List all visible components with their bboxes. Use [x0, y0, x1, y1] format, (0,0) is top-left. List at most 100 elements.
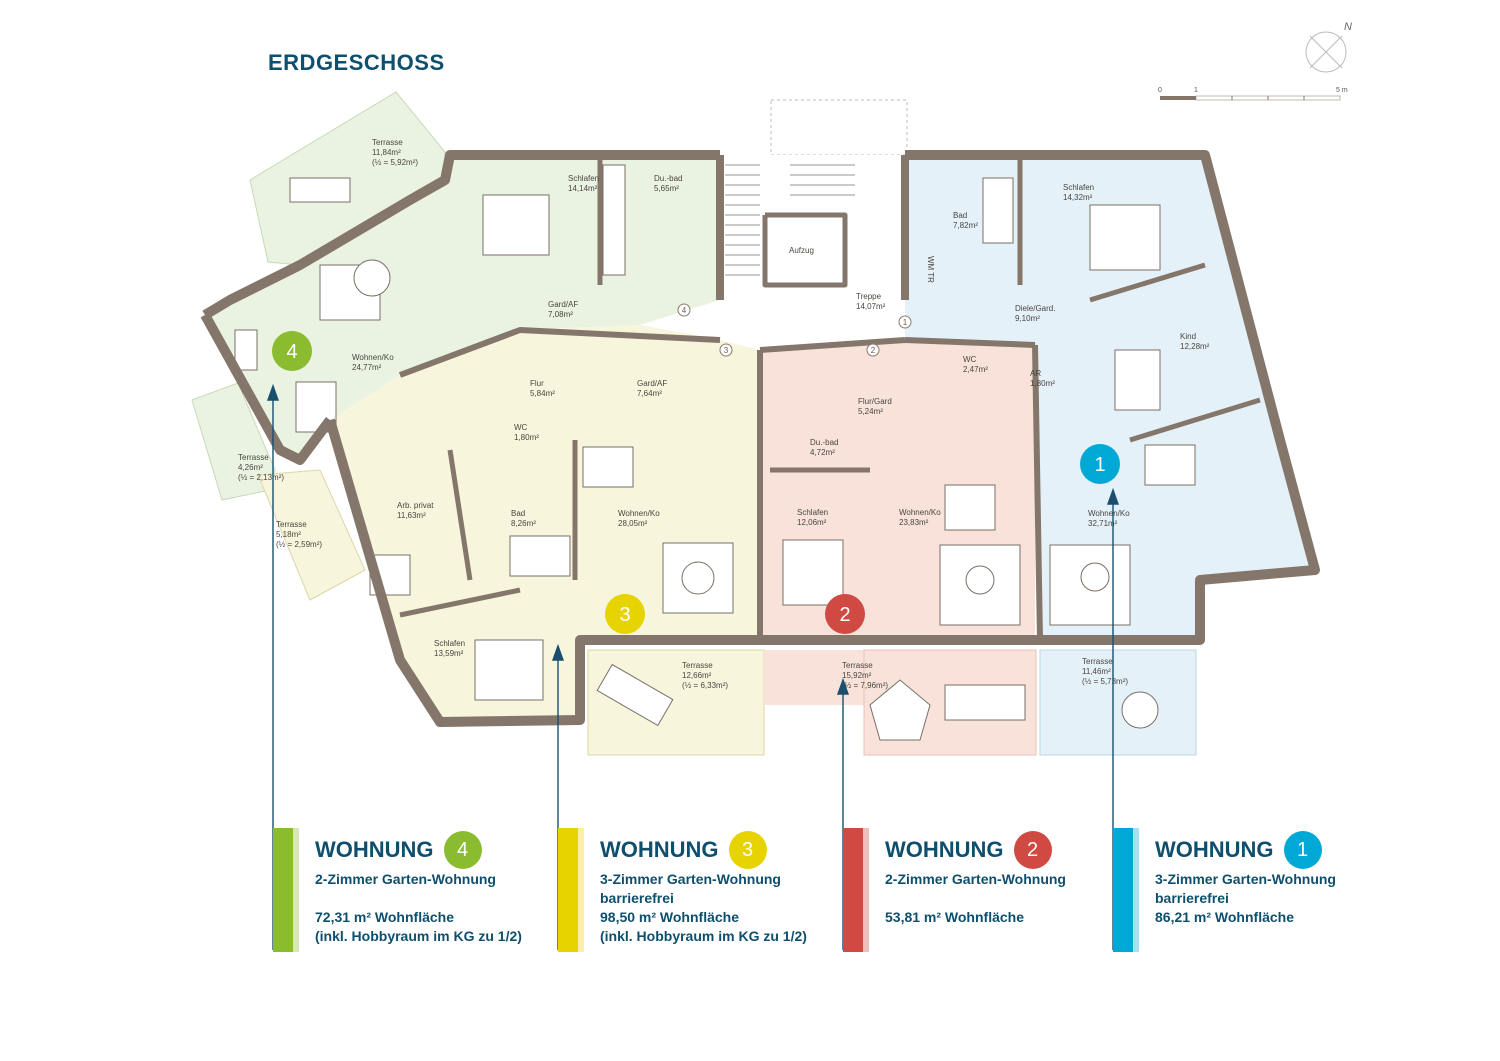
- badge-w2-number: 2: [839, 604, 850, 626]
- terrace-1: [1039, 649, 1197, 756]
- room-name: Arb. privat: [397, 501, 434, 510]
- room-area: 4,72m²: [810, 448, 835, 457]
- room-note: (½ = 2,59m²): [276, 540, 322, 549]
- room-name: Wohnen/Ko: [618, 509, 660, 518]
- room-name: Wohnen/Ko: [1088, 509, 1130, 518]
- room-area: 11,84m²: [372, 148, 401, 157]
- card-title: WOHNUNG: [1155, 837, 1274, 862]
- room-name: Flur: [530, 379, 544, 388]
- floor-title: ERDGESCHOSS: [268, 50, 445, 75]
- room-name: WC: [963, 355, 977, 364]
- entrance-numbers: 4 3 2 1: [682, 306, 908, 355]
- svg-text:WC2,47m²: WC2,47m²: [963, 355, 988, 374]
- balcony-outline: [770, 99, 908, 156]
- room-name: AR: [1030, 369, 1041, 378]
- room-name: Terrasse: [238, 453, 269, 462]
- room-name: Gard/AF: [548, 300, 578, 309]
- room-area: 5,24m²: [858, 407, 883, 416]
- card-color-bar: [843, 828, 869, 952]
- svg-text:AR1,80m²: AR1,80m²: [1030, 369, 1055, 388]
- card-type: 3-Zimmer Garten-Wohnung: [1155, 871, 1336, 887]
- badge-w3-number: 3: [619, 604, 630, 626]
- area-w1: [905, 155, 1315, 640]
- card-type2: [315, 889, 565, 908]
- svg-text:Gard/AF7,64m²: Gard/AF7,64m²: [637, 379, 667, 398]
- room-area: 5,65m²: [654, 184, 679, 193]
- room-area: 7,08m²: [548, 310, 573, 319]
- room-name: Kind: [1180, 332, 1196, 341]
- room-area: 14,14m²: [568, 184, 598, 193]
- room-note: (½ = 7,96m²): [842, 681, 888, 690]
- card-area: 98,50 m² Wohnfläche: [600, 909, 740, 925]
- room-area: 11,63m²: [397, 511, 426, 520]
- svg-text:WC1,80m²: WC1,80m²: [514, 423, 539, 442]
- room-name: Diele/Gard.: [1015, 304, 1055, 313]
- badge-w1: [1080, 444, 1120, 484]
- room-area: 7,64m²: [637, 389, 662, 398]
- card-number-badge: 4: [443, 831, 482, 869]
- room-area: 14,07m²: [856, 302, 886, 311]
- room-area: 12,28m²: [1180, 342, 1210, 351]
- room-name: Flur/Gard: [858, 397, 892, 406]
- card-type: 3-Zimmer Garten-Wohnung: [600, 871, 781, 887]
- scale-tick-5: 5 m: [1336, 87, 1348, 94]
- apartment-badges: [272, 331, 1120, 634]
- scale-bar: 0 1 5 m: [1158, 87, 1348, 101]
- room-area: 1,80m²: [514, 433, 539, 442]
- terrace-3a: [257, 469, 366, 601]
- card-type2: barrierefrei: [1155, 890, 1229, 906]
- room-area: 7,82m²: [953, 221, 978, 230]
- card-title: WOHNUNG: [600, 837, 719, 862]
- card-color-bar: [558, 828, 584, 952]
- room-name: Terrasse: [842, 661, 873, 670]
- entrance-3-label: 3: [724, 346, 729, 355]
- badge-w1-number: 1: [1094, 454, 1105, 476]
- card-title: WOHNUNG: [315, 837, 434, 862]
- room-area: 15,92m²: [842, 671, 872, 680]
- room-area: 5,84m²: [530, 389, 555, 398]
- scale-tick-1: 1: [1194, 87, 1198, 94]
- scale-tick-0: 0: [1158, 87, 1162, 94]
- room-area: 2,47m²: [963, 365, 988, 374]
- washer-label: WM TR: [926, 256, 935, 283]
- room-name: Treppe: [856, 292, 882, 301]
- badge-w4-number: 4: [286, 341, 297, 363]
- room-name: Wohnen/Ko: [352, 353, 394, 362]
- room-name: Schlafen: [434, 639, 465, 648]
- room-name: Terrasse: [682, 661, 713, 670]
- north-arrow: N: [1305, 21, 1352, 73]
- card-note: (inkl. Hobbyraum im KG zu 1/2): [315, 928, 522, 944]
- card-type: 2-Zimmer Garten-Wohnung: [885, 871, 1066, 887]
- card-color-bar: [273, 828, 299, 952]
- room-name: Schlafen: [1063, 183, 1094, 192]
- walls: [200, 150, 1320, 727]
- north-label: N: [1344, 21, 1352, 33]
- stairs: [725, 164, 855, 276]
- room-name: Terrasse: [1082, 657, 1113, 666]
- room-note: (½ = 6,33m²): [682, 681, 728, 690]
- room-area: 5,18m²: [276, 530, 301, 539]
- room-name: Terrasse: [276, 520, 307, 529]
- card-title: WOHNUNG: [885, 837, 1004, 862]
